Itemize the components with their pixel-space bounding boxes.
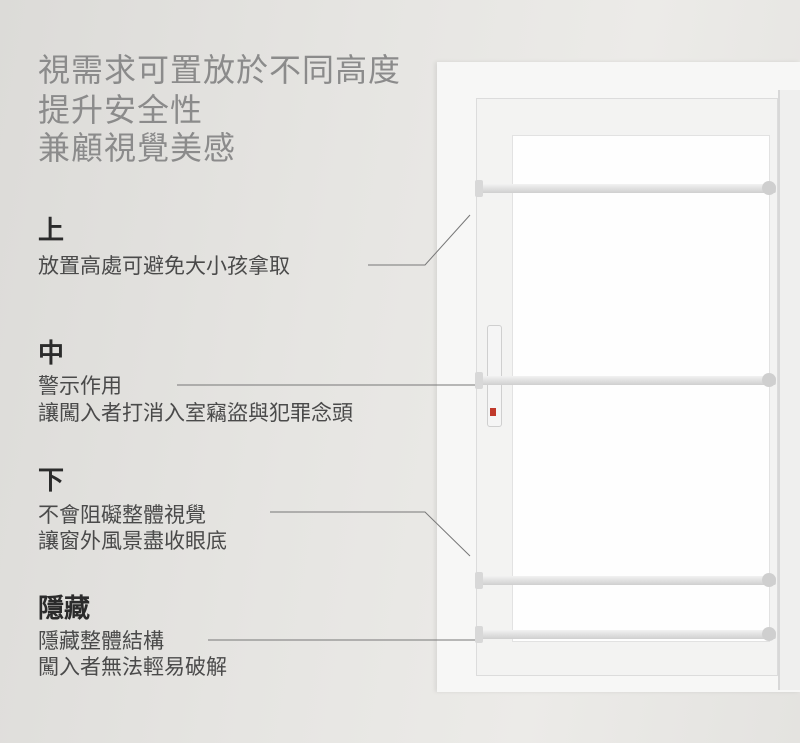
- lock-indicator: [490, 408, 496, 416]
- bar-end-cap: [475, 626, 483, 643]
- bar-end-cap: [762, 373, 776, 387]
- security-bar-hidden: [478, 630, 776, 639]
- section-heading-bottom: 下: [38, 466, 65, 496]
- security-bar-middle: [478, 376, 776, 385]
- section-desc-middle-2: 讓闖入者打消入室竊盜與犯罪念頭: [38, 401, 353, 425]
- bar-end-cap: [475, 372, 483, 389]
- section-heading-top: 上: [38, 216, 65, 246]
- headline-line-1: 視需求可置放於不同高度: [38, 51, 402, 89]
- section-desc-hidden-1: 隱藏整體結構: [38, 629, 164, 653]
- section-heading-middle: 中: [38, 339, 65, 369]
- headline-line-3: 兼顧視覺美感: [38, 129, 237, 167]
- bar-end-cap: [475, 572, 483, 589]
- security-bar-bottom: [478, 576, 776, 585]
- window-glass: [512, 135, 770, 642]
- leader-line-bottom: [270, 511, 471, 557]
- section-desc-middle-1: 警示作用: [38, 374, 122, 398]
- bar-end-cap: [475, 180, 483, 197]
- bar-end-cap: [762, 627, 776, 641]
- section-heading-hidden: 隱藏: [38, 594, 91, 624]
- security-bar-top: [478, 184, 776, 193]
- headline-line-2: 提升安全性: [38, 91, 204, 129]
- section-desc-hidden-2: 闖入者無法輕易破解: [38, 655, 227, 679]
- section-desc-bottom-1: 不會阻礙整體視覺: [38, 503, 206, 527]
- leader-line-top: [368, 214, 471, 266]
- section-desc-top: 放置高處可避免大小孩拿取: [38, 254, 290, 278]
- bar-end-cap: [762, 181, 776, 195]
- sliding-frame: [778, 90, 800, 690]
- section-desc-bottom-2: 讓窗外風景盡收眼底: [38, 529, 227, 553]
- bar-end-cap: [762, 573, 776, 587]
